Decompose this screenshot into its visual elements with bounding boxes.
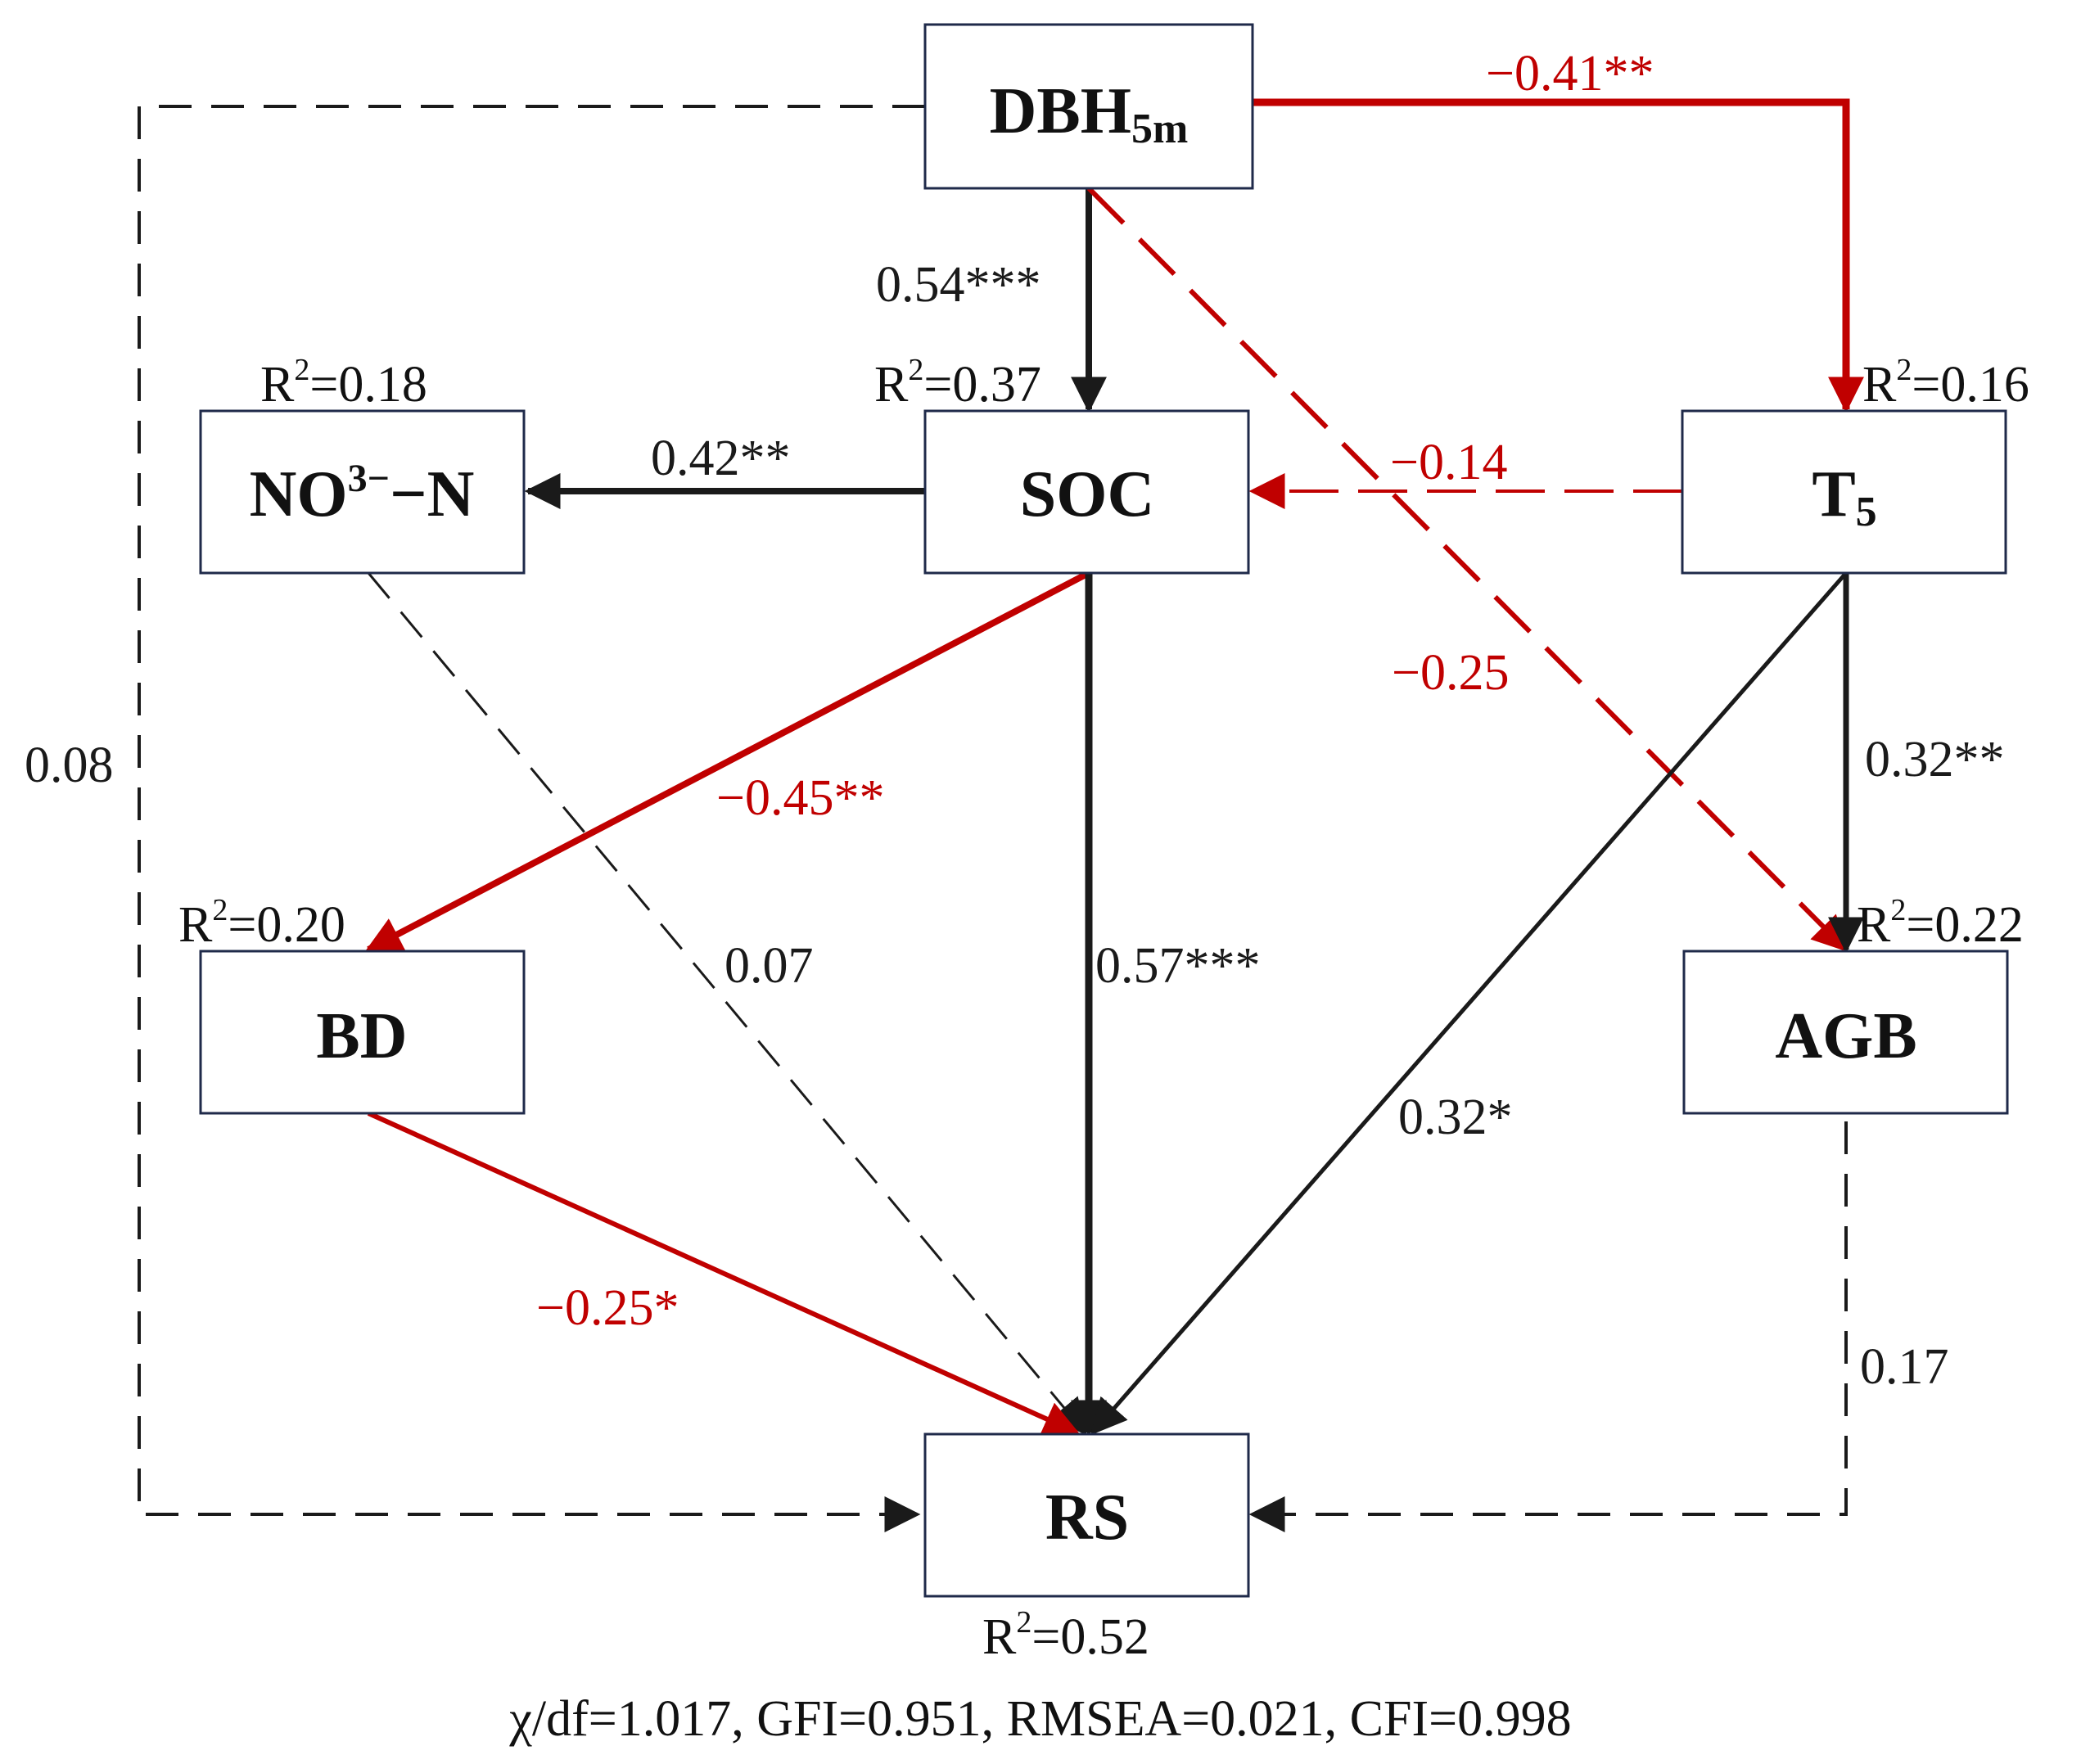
coef-t5-soc: −0.14 — [1390, 435, 1507, 490]
coef-no3-rs: 0.07 — [725, 938, 814, 994]
coef-soc-bd: −0.45** — [716, 770, 884, 826]
node-dbh-box — [923, 23, 1254, 190]
path-t5-rs — [1090, 571, 1848, 1436]
node-bd-label: BD — [316, 1000, 407, 1072]
coef-soc-rs: 0.57*** — [1095, 938, 1261, 994]
node-t5-box — [1681, 409, 2007, 575]
node-dbh-label: DBH5m — [990, 75, 1189, 152]
r2-rs: R2=0.52 — [982, 1605, 1149, 1665]
r2-no3: R2=0.18 — [260, 353, 427, 413]
node-soc-box — [923, 409, 1250, 575]
node-bd-box — [199, 950, 526, 1115]
coef-dbh-t5: −0.41** — [1486, 46, 1654, 102]
node-bd: BD — [199, 950, 526, 1115]
path-dbh-rs — [138, 105, 925, 1532]
node-rs: RS — [923, 1432, 1250, 1598]
coef-soc-no3: 0.42** — [651, 431, 791, 486]
coef-t5-agb: 0.32** — [1865, 732, 2005, 787]
path-dbh-t5 — [1253, 98, 1864, 413]
path-bd-rs — [367, 1111, 1081, 1436]
coef-bd-rs: −0.25* — [536, 1280, 679, 1336]
coef-dbh-rs: 0.08 — [25, 738, 114, 793]
node-agb: AGB — [1682, 950, 2009, 1115]
path-dbh-agb — [1086, 186, 1849, 953]
node-soc-label: SOC — [1020, 458, 1155, 530]
node-t5: T5 — [1681, 409, 2007, 575]
path-agb-rs — [1248, 1121, 1848, 1532]
r2-agb: R2=0.22 — [1857, 893, 2024, 953]
coef-dbh-soc: 0.54*** — [876, 257, 1041, 313]
r2-bd: R2=0.20 — [178, 893, 345, 953]
coef-agb-rs: 0.17 — [1860, 1339, 1949, 1395]
node-no3-box — [199, 409, 526, 575]
node-agb-box — [1682, 950, 2009, 1115]
node-dbh: DBH5m — [923, 23, 1254, 190]
coef-t5-rs: 0.32* — [1398, 1090, 1513, 1145]
node-no3: NO3−−N — [199, 409, 526, 575]
node-agb-label: AGB — [1775, 1000, 1916, 1072]
path-no3-rs — [367, 572, 1087, 1436]
coef-dbh-agb: −0.25 — [1392, 645, 1509, 701]
path-soc-bd — [365, 570, 1090, 953]
r2-soc: R2=0.37 — [874, 353, 1041, 413]
model-fit-stats: χ/df=1.017, GFI=0.951, RMSEA=0.021, CFI=… — [508, 1691, 1571, 1747]
node-no3-label: NO3−−N — [250, 457, 475, 530]
node-soc: SOC — [923, 409, 1250, 575]
node-rs-label: RS — [1045, 1482, 1129, 1554]
node-t5-label: T5 — [1812, 458, 1876, 535]
node-rs-box — [923, 1432, 1250, 1598]
r2-t5: R2=0.16 — [1862, 353, 2029, 413]
